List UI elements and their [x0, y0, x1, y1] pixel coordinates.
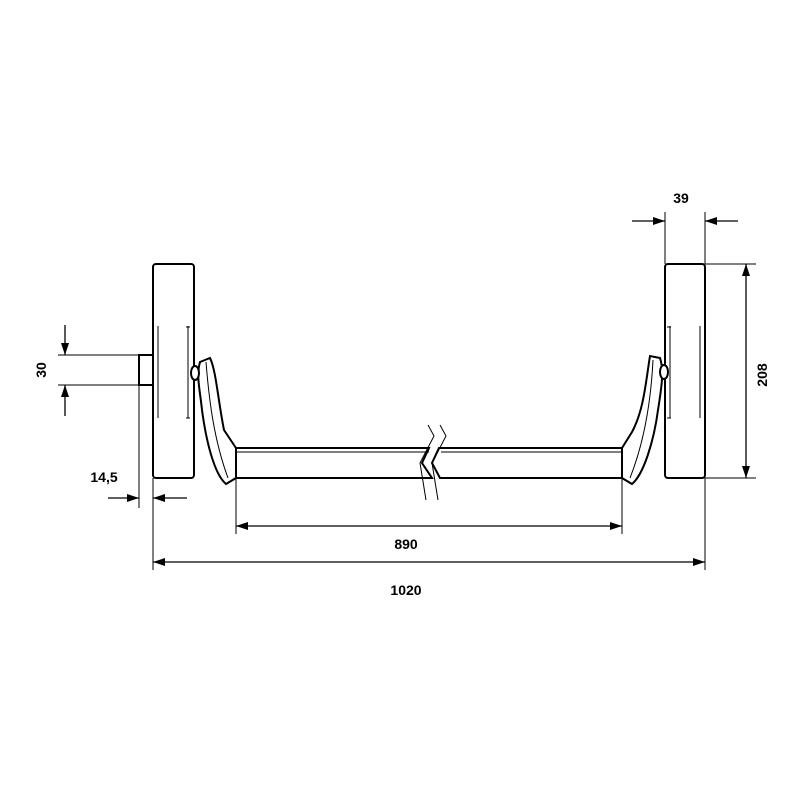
right-arm-inner-line [629, 359, 654, 479]
right-housing-detail [667, 326, 701, 419]
dim-890-label: 890 [394, 536, 418, 552]
dimension-208: 208 [705, 263, 770, 479]
left-housing-detail [157, 326, 190, 419]
dimension-1020: 1020 [153, 478, 706, 598]
dimension-14-5: 14,5 [90, 385, 187, 570]
left-arm-inner-line [205, 361, 229, 479]
right-arm-body [621, 354, 664, 486]
dim-39-extension-lines [664, 212, 706, 264]
dim-208-extension-lines [705, 263, 756, 479]
left-spindle [138, 354, 154, 386]
dim-39-label: 39 [673, 190, 689, 206]
dimension-890: 890 [235, 478, 623, 552]
dimension-39: 39 [632, 190, 738, 264]
break-symbol [419, 424, 447, 501]
left-arm [190, 356, 237, 486]
right-housing [664, 263, 706, 479]
dim-30-label: 30 [33, 362, 49, 378]
dim-14-5-extension-lines [138, 385, 154, 570]
left-housing [138, 263, 195, 479]
right-arm-pivot [659, 364, 669, 380]
dim-1020-label: 1020 [390, 582, 421, 598]
dim-14-5-label: 14,5 [90, 469, 117, 485]
left-arm-pivot [190, 365, 200, 381]
dimension-30: 30 [33, 325, 139, 416]
dim-208-label: 208 [754, 363, 770, 387]
left-arm-body [197, 356, 237, 486]
right-arm [621, 354, 669, 486]
push-bar-left-segment [235, 447, 434, 479]
dim-30-extension-lines [58, 354, 139, 386]
right-housing-body [664, 263, 706, 479]
push-bar [235, 424, 623, 501]
